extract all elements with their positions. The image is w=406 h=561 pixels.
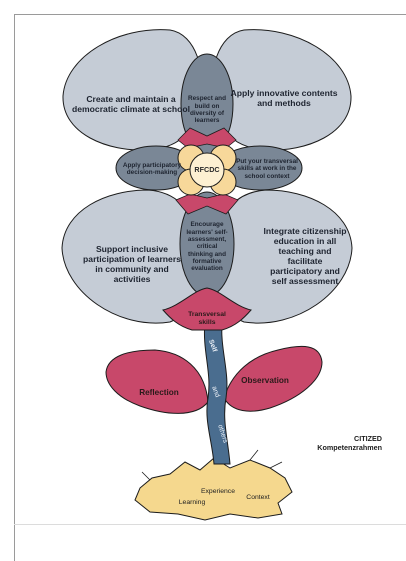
leaf-label-reflection: Reflection: [139, 388, 179, 398]
root-label-experience: Experience: [200, 488, 235, 496]
root-label-learning: Learning: [178, 499, 206, 507]
frame-border-left: [14, 14, 15, 561]
rose-accent-bottom: [175, 193, 239, 215]
petal-label-innovative-methods: Apply innovative contents and methods: [230, 88, 338, 108]
inner-label-transversal-skills-work: Put your transversal skills at work in t…: [236, 157, 298, 180]
leaf-label-observation: Observation: [241, 376, 289, 386]
caption: CITIZED Kompetenzrahmen: [317, 434, 382, 453]
caption-subtitle: Kompetenzrahmen: [317, 443, 382, 453]
leaf-right: [223, 345, 323, 412]
root-label-context: Context: [246, 494, 270, 502]
receptacle: [162, 287, 252, 331]
leaf-left: [105, 349, 209, 414]
inner-label-diversity: Respect and build on diversity of learne…: [187, 95, 226, 125]
inner-label-decision-making: Apply participatory decision-making: [122, 161, 182, 176]
inner-label-self-assessment: Encourage learners' self-assessment, cri…: [186, 221, 228, 273]
stem: [203, 321, 231, 465]
frame-border-top: [14, 14, 406, 15]
center-label-rfcdc: RFCDC: [194, 164, 220, 174]
petal-label-inclusive-participation: Support inclusive participation of learn…: [83, 244, 181, 284]
roots: [134, 457, 293, 521]
center-disc: [189, 152, 225, 188]
receptacle-label: Transversal skills: [188, 311, 226, 326]
frame-divider: [14, 524, 406, 525]
petal-label-democratic-climate: Create and maintain a democratic climate…: [72, 94, 190, 114]
caption-title: CITIZED: [354, 434, 382, 443]
petal-label-citizenship-education: Integrate citizenship education in all t…: [263, 226, 347, 286]
